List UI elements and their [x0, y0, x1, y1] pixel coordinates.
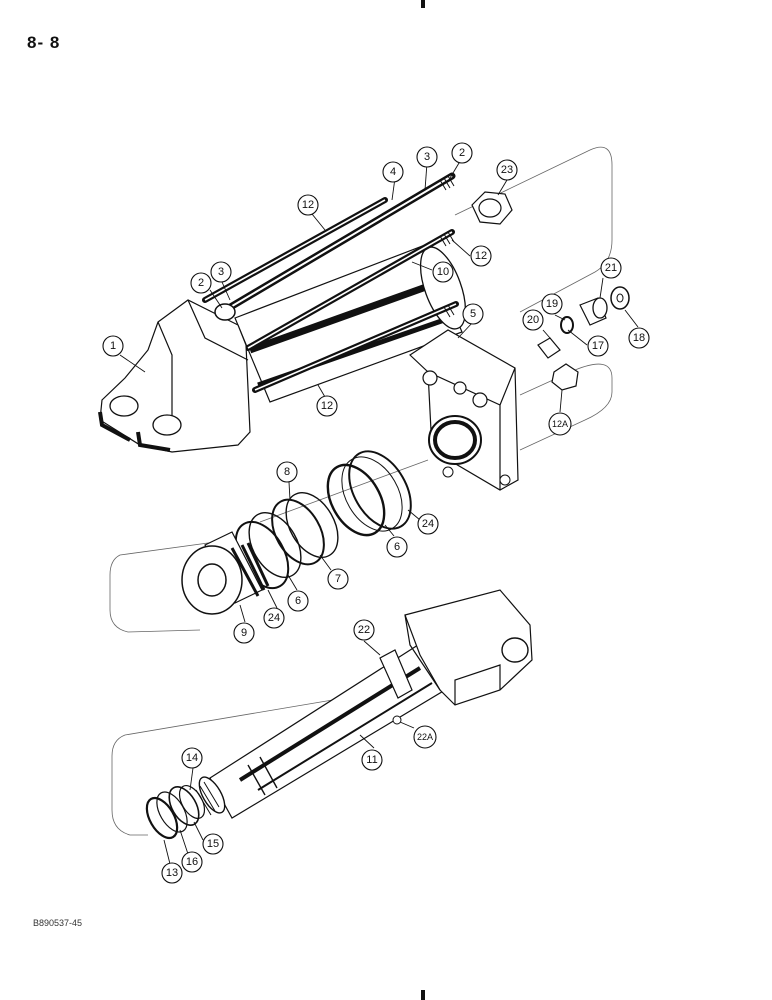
svg-text:16: 16 — [186, 856, 198, 868]
svg-text:3: 3 — [424, 151, 430, 163]
callout-10: 10 — [432, 261, 454, 283]
svg-text:12: 12 — [321, 400, 333, 412]
svg-text:11: 11 — [366, 754, 377, 766]
svg-text:23: 23 — [501, 164, 513, 176]
callout-3-lower: 3 — [210, 261, 232, 283]
piston-9 — [181, 531, 270, 615]
svg-text:12: 12 — [475, 250, 487, 262]
svg-text:2: 2 — [459, 147, 465, 159]
svg-text:6: 6 — [295, 595, 301, 607]
callout-20: 20 — [522, 309, 544, 331]
svg-text:17: 17 — [592, 340, 604, 352]
callout-19: 19 — [541, 293, 563, 315]
piston-rod-11 — [195, 589, 533, 819]
callout-22: 22 — [353, 619, 375, 641]
cylinder-barrel — [234, 244, 467, 403]
assembly-outline-middle — [109, 459, 429, 633]
callout-5: 5 — [462, 303, 484, 325]
svg-text:21: 21 — [605, 262, 617, 274]
svg-text:3: 3 — [218, 266, 224, 278]
nut-23 — [471, 191, 513, 225]
callout-13: 13 — [161, 862, 183, 884]
callout-24-right: 24 — [417, 513, 439, 535]
fitting-group — [537, 286, 630, 391]
callout-1: 1 — [102, 335, 124, 357]
svg-text:18: 18 — [633, 332, 645, 344]
callout-12-lower: 12 — [316, 395, 338, 417]
callout-2-lower: 2 — [190, 272, 212, 294]
callout-17: 17 — [587, 335, 609, 357]
svg-text:13: 13 — [166, 867, 178, 879]
callout-15: 15 — [202, 833, 224, 855]
svg-text:24: 24 — [422, 518, 434, 530]
svg-text:4: 4 — [390, 166, 396, 178]
page-number: 8- 8 — [27, 33, 61, 52]
cylinder-head-5 — [409, 329, 519, 491]
callout-7: 7 — [327, 568, 349, 590]
callout-18: 18 — [628, 327, 650, 349]
figure-code: B890537-45 — [33, 918, 83, 928]
callout-24-left: 24 — [263, 607, 285, 629]
callout-12-upper: 12 — [297, 194, 319, 216]
svg-text:5: 5 — [470, 308, 476, 320]
svg-text:2: 2 — [198, 277, 204, 289]
svg-text:1: 1 — [110, 340, 116, 352]
callout-21: 21 — [600, 257, 622, 279]
callout-22A: 22A — [413, 725, 437, 749]
callout-23: 23 — [496, 159, 518, 181]
svg-text:10: 10 — [437, 266, 449, 278]
callout-14: 14 — [181, 747, 203, 769]
svg-text:19: 19 — [546, 298, 558, 310]
svg-text:7: 7 — [335, 573, 341, 585]
svg-text:15: 15 — [207, 838, 219, 850]
svg-text:24: 24 — [268, 612, 280, 624]
callout-12-right: 12 — [470, 245, 492, 267]
callout-6-left: 6 — [287, 590, 309, 612]
callout-16: 16 — [181, 851, 203, 873]
svg-text:14: 14 — [186, 752, 198, 764]
callout-9: 9 — [233, 622, 255, 644]
callout-12A: 12A — [548, 412, 572, 436]
svg-text:22A: 22A — [417, 732, 433, 742]
callout-2-upper: 2 — [451, 142, 473, 164]
bottom-page-mark — [421, 990, 425, 1000]
cylinder-base-clevis — [98, 299, 251, 453]
callout-8: 8 — [276, 461, 298, 483]
svg-text:22: 22 — [358, 624, 370, 636]
callout-6-right: 6 — [386, 536, 408, 558]
top-page-mark — [421, 0, 425, 8]
svg-text:12: 12 — [302, 199, 314, 211]
rod-end-rings — [145, 785, 206, 840]
svg-text:20: 20 — [527, 314, 539, 326]
svg-text:9: 9 — [241, 627, 247, 639]
callout-11: 11 — [361, 749, 383, 771]
callout-3-upper: 3 — [416, 146, 438, 168]
callout-4: 4 — [382, 161, 404, 183]
assembly-outline-lower — [111, 691, 381, 836]
svg-text:12A: 12A — [552, 419, 568, 429]
svg-text:8: 8 — [284, 466, 290, 478]
svg-text:6: 6 — [394, 541, 400, 553]
tie-rods — [202, 172, 459, 393]
